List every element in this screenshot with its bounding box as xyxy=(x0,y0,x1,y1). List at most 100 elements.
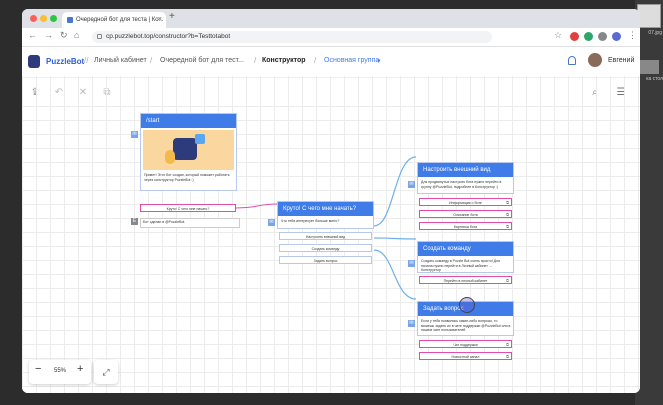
browser-window: Очередной бот для теста | Ко... × + ← → … xyxy=(22,9,640,393)
block-title: /start xyxy=(141,114,236,128)
start-block[interactable]: /start Привет! Этот бот создан, который … xyxy=(140,113,237,191)
delete-icon[interactable]: ✕ xyxy=(78,87,88,98)
address-bar-row: ← → ↻ ⌂ cp.puzzlebot.top/constructor?b=T… xyxy=(22,28,640,47)
url-text: cp.puzzlebot.top/constructor?b=Testtotab… xyxy=(106,33,231,40)
close-tab-icon[interactable]: × xyxy=(157,16,162,23)
puzzle-piece-icon xyxy=(195,134,205,144)
zoom-control: − 55% + xyxy=(29,360,91,384)
avatar[interactable] xyxy=(588,53,602,67)
block-text: Что тебя интересует больше всего? xyxy=(281,219,340,223)
block-button[interactable]: Настроить внешний вид xyxy=(279,232,372,240)
crumb-separator: / xyxy=(314,56,317,65)
browser-tab[interactable]: Очередной бот для теста | Ко... × xyxy=(62,12,166,28)
bell-icon[interactable] xyxy=(568,56,576,65)
block-button[interactable]: Картинка бота⧉ xyxy=(419,222,512,230)
button-label: Чат поддержки xyxy=(453,343,478,347)
block-button[interactable]: Описание бота ⧉ xyxy=(419,210,512,218)
message-type-icon: ✉ xyxy=(131,131,138,138)
external-link-icon: ⧉ xyxy=(506,354,509,359)
external-link-icon: ⧉ xyxy=(506,224,509,229)
breadcrumb-bot[interactable]: Очередной бот для тест... xyxy=(160,57,244,64)
breadcrumb-cabinet[interactable]: Личный кабинет xyxy=(94,57,147,64)
chevron-down-icon[interactable]: ▾ xyxy=(377,58,381,65)
undo-icon[interactable]: ↶ xyxy=(54,87,64,98)
connector-line xyxy=(373,237,417,240)
block-text: Привет! Этот бот создан, который поможет… xyxy=(144,173,230,182)
button-label: Создать команду xyxy=(311,247,340,251)
button-label: Перейти в личный кабинет xyxy=(443,279,488,283)
command-block[interactable]: Создать команду Создать команду в Puzzle… xyxy=(417,241,514,273)
desktop-file-thumbnail-2[interactable] xyxy=(639,60,659,74)
close-window-button[interactable] xyxy=(30,15,37,22)
reload-icon[interactable]: ↻ xyxy=(60,30,68,40)
breadcrumb-constructor[interactable]: Конструктор xyxy=(262,57,306,64)
star-icon[interactable]: ☆ xyxy=(554,30,563,40)
block-title: Настроить внешний вид xyxy=(418,163,513,177)
url-field[interactable]: cp.puzzlebot.top/constructor?b=Testtotab… xyxy=(92,31,492,43)
block-button[interactable]: Задать вопрос xyxy=(279,256,372,264)
button-label: Задать вопрос xyxy=(313,259,338,263)
block-text: Если у тебя появились какие-либо вопросы… xyxy=(421,319,511,332)
zoom-out-button[interactable]: − xyxy=(35,363,42,375)
zoom-level: 55% xyxy=(54,368,67,374)
message-type-icon: ✉ xyxy=(408,181,415,188)
group-dropdown[interactable]: Основная группа xyxy=(324,57,380,64)
puzzlebot-logo-icon xyxy=(28,55,40,68)
new-tab-button[interactable]: + xyxy=(169,11,175,22)
desktop-file-thumbnail[interactable] xyxy=(637,4,661,28)
tab-bar: Очередной бот для теста | Ко... × + xyxy=(22,9,640,28)
connector-line xyxy=(373,249,417,300)
constructor-canvas[interactable]: /start Привет! Этот бот создан, который … xyxy=(22,106,640,393)
search-icon[interactable]: ⌕ xyxy=(592,87,598,98)
desktop-file-caption-2: ка стол xyxy=(646,76,663,82)
illustration-image xyxy=(143,130,234,170)
block-text: Для продвинутых настроек бота нужно пере… xyxy=(421,180,502,189)
settings-sliders-icon[interactable]: ☰ xyxy=(616,87,626,98)
tab-title: Очередной бот для теста | Ко... xyxy=(76,17,164,23)
extension-icon[interactable] xyxy=(598,32,607,41)
button-label: Описание бота xyxy=(453,213,478,217)
home-icon[interactable]: ⌂ xyxy=(74,30,80,40)
menu-block[interactable]: Круто! С чего мне начать? Что тебя интер… xyxy=(277,201,374,229)
menu-dots-icon[interactable]: ⋮ xyxy=(628,30,637,40)
crumb-separator: / xyxy=(150,56,153,65)
maximize-window-button[interactable] xyxy=(50,15,57,22)
minimize-window-button[interactable] xyxy=(40,15,47,22)
desktop-file-caption: 07.jpg xyxy=(648,30,662,36)
block-button[interactable]: Создать команду xyxy=(279,244,372,252)
appearance-block[interactable]: Настроить внешний вид Для продвинутых на… xyxy=(417,162,514,194)
block-footer[interactable]: Бот сделан в @PuzzleBot xyxy=(140,218,240,228)
block-title: Создать команду xyxy=(418,242,513,256)
puzzle-illustration-icon xyxy=(173,138,197,160)
fit-screen-icon[interactable]: ⤢ xyxy=(94,360,118,384)
block-button[interactable]: Информация о боте⧉ xyxy=(419,198,512,206)
copy-icon[interactable]: ⧉ xyxy=(103,87,111,98)
external-link-icon: ⧉ xyxy=(506,212,509,217)
connector-line xyxy=(373,156,417,227)
block-button[interactable]: Новостной канал⧉ xyxy=(419,352,512,360)
message-type-icon: ✉ xyxy=(408,260,415,267)
external-link-icon: ⧉ xyxy=(506,200,509,205)
forward-icon[interactable]: → xyxy=(44,30,53,40)
crumb-separator: // xyxy=(84,56,89,65)
external-link-icon: ⧉ xyxy=(506,278,509,283)
button-label: Круто! С чего мне начать? xyxy=(166,207,210,211)
crumb-separator: / xyxy=(254,56,257,65)
connections-layer xyxy=(235,156,417,300)
upload-icon[interactable]: ⇪ xyxy=(30,87,40,98)
block-button[interactable]: Перейти в личный кабинет ⧉ xyxy=(419,276,512,284)
connector-line xyxy=(235,203,278,209)
extension-icon[interactable] xyxy=(570,32,579,41)
favicon-icon xyxy=(67,17,73,23)
footer-type-icon: E xyxy=(131,218,138,225)
block-text: Создать команду в Puzzle Bot очень прост… xyxy=(421,259,501,272)
block-button[interactable]: Чат поддержки⧉ xyxy=(419,340,512,348)
profile-icon[interactable] xyxy=(612,32,621,41)
mouse-cursor-highlight xyxy=(459,297,475,313)
app-logo-text[interactable]: PuzzleBot xyxy=(46,57,85,66)
extension-icon[interactable] xyxy=(584,32,593,41)
user-name[interactable]: Евгений xyxy=(608,57,635,64)
zoom-in-button[interactable]: + xyxy=(77,363,84,375)
block-button[interactable]: Круто! С чего мне начать? xyxy=(140,204,236,212)
back-icon[interactable]: ← xyxy=(28,30,37,40)
